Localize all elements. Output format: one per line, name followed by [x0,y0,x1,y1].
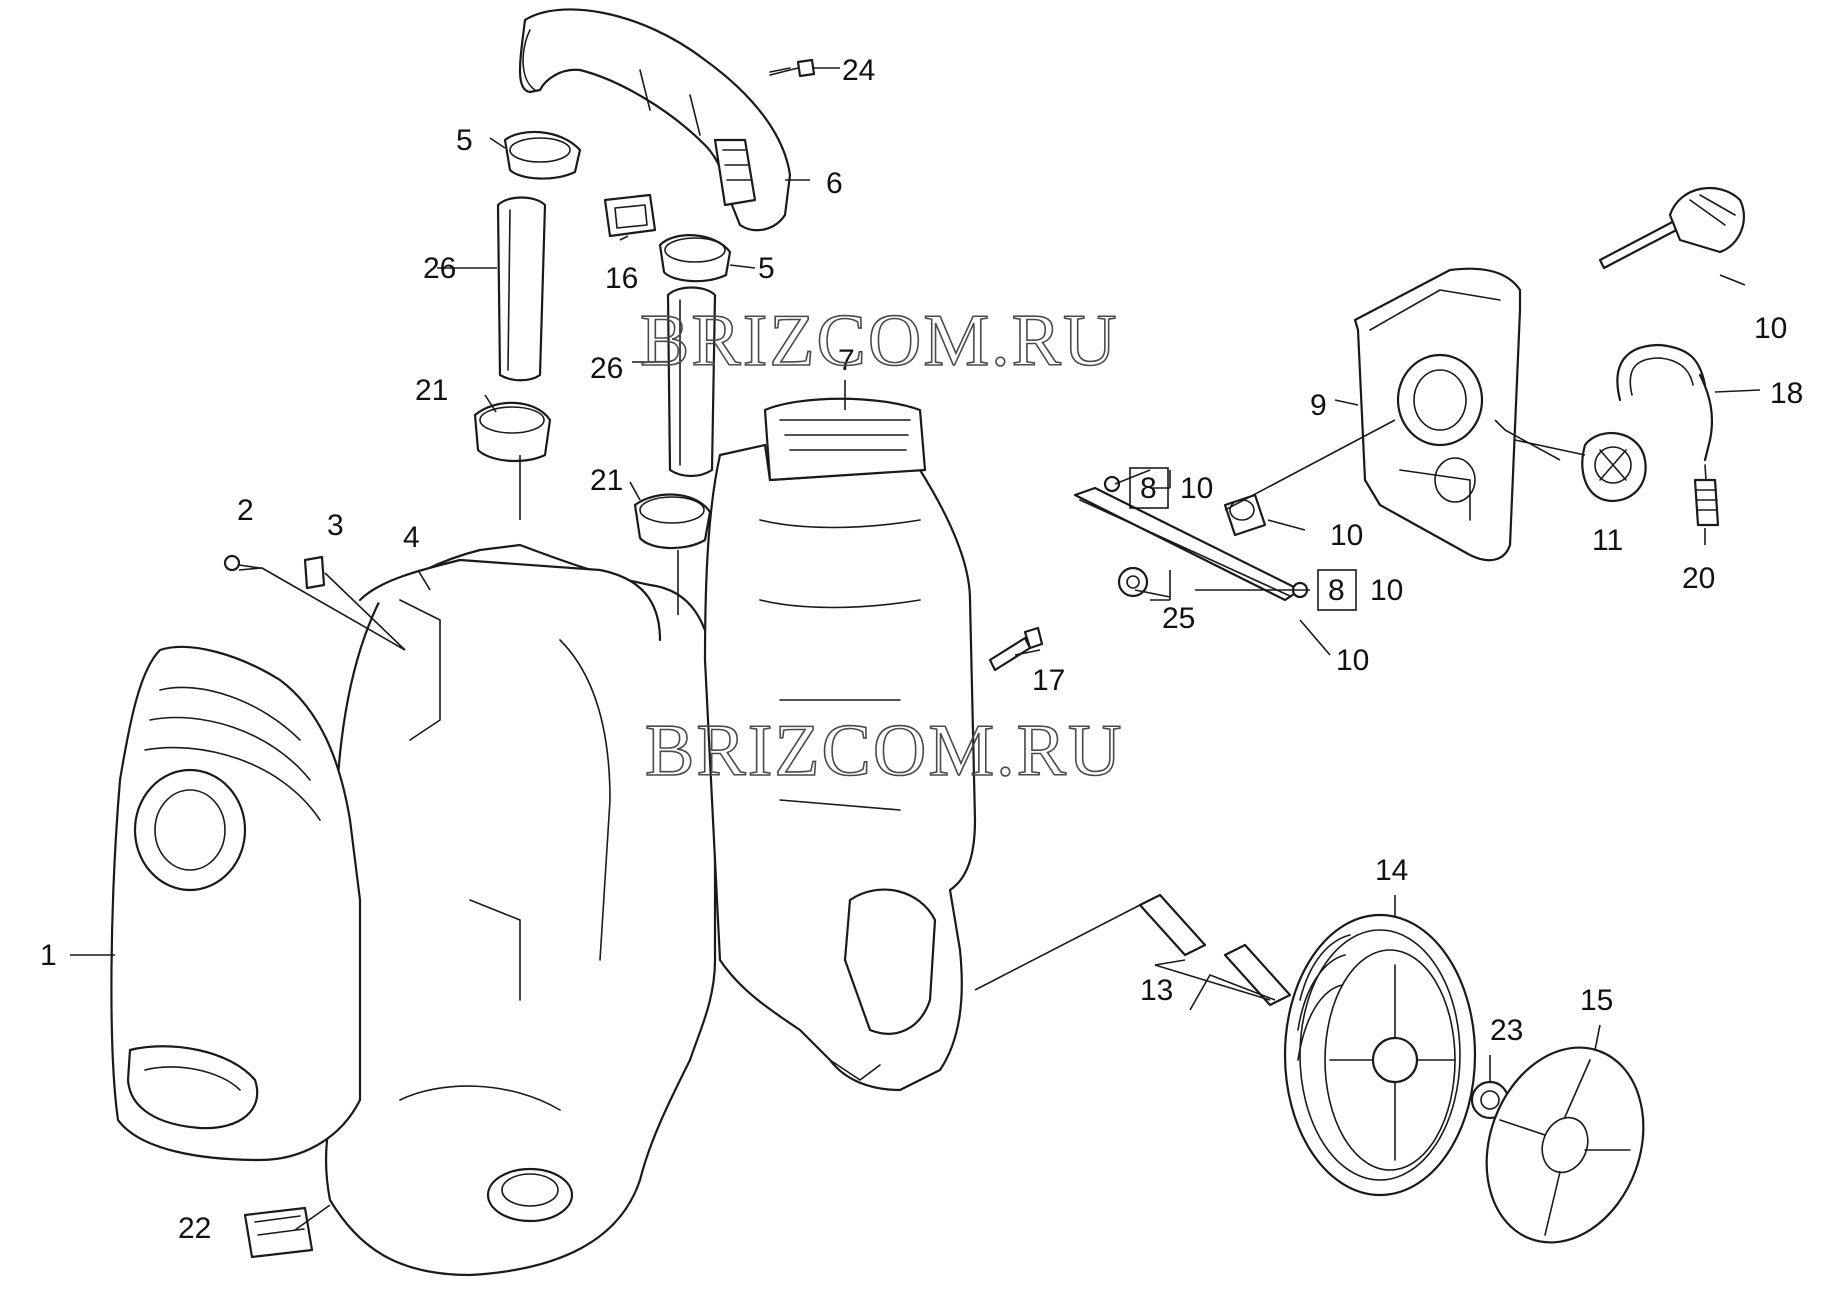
callout-20: 20 [1682,562,1715,595]
part-screw-17 [988,626,1044,672]
callout-4: 4 [403,521,420,554]
callout-6: 6 [826,167,843,200]
callout-24: 24 [842,54,875,87]
callout-1: 1 [40,939,57,972]
callout-5a: 5 [456,124,473,157]
callout-25: 25 [1162,602,1195,635]
callout-11: 11 [1592,524,1623,557]
part-tube-26a [496,196,547,382]
part-plate-9 [1353,267,1522,562]
part-screw-2 [223,554,261,572]
callout-10b: 10 [1180,472,1213,505]
part-axle-13 [1138,893,1292,1007]
callout-5b: 5 [758,252,775,285]
callout-15: 15 [1580,984,1613,1017]
callout-10d: 10 [1370,574,1403,607]
callout-7: 7 [838,344,855,377]
callout-26b: 26 [590,352,623,385]
callout-9: 9 [1310,389,1327,422]
watermark-top: BRIZCOM.RU [640,300,1118,382]
part-grommet-21a [473,401,552,463]
part-wheel-14 [1283,913,1477,1197]
callout-box-8a [1129,467,1169,509]
callout-18: 18 [1770,377,1803,410]
part-clip-16 [603,193,657,238]
part-knob-11 [1581,431,1647,503]
callout-22: 22 [178,1212,211,1245]
part-screw-24 [769,58,816,78]
callout-21b: 21 [590,464,623,497]
callout-2: 2 [237,494,254,527]
leader-lines [70,67,1761,1231]
part-grommet-5a [503,130,582,180]
callout-21a: 21 [415,374,448,407]
part-tube-26b [666,286,717,478]
callout-numbers: 1 2 3 4 5 5 6 7 8 8 9 10 10 10 10 10 11 … [40,54,1803,1245]
part-fitting-20 [1693,464,1720,527]
part-grommet-21b [633,493,712,550]
part-sleeve-10 [1223,493,1267,537]
part-connector-22 [243,1206,314,1259]
callout-3: 3 [327,509,344,542]
callout-23: 23 [1490,1014,1523,1047]
callout-8b: 8 [1328,574,1345,607]
callout-16: 16 [605,262,638,295]
callout-17: 17 [1032,664,1065,697]
callout-box-8b [1317,569,1357,611]
callout-10e: 10 [1336,644,1369,677]
part-hose-18 [1616,343,1714,462]
part-grommet-5b [658,234,732,283]
callout-10c: 10 [1330,519,1363,552]
part-handle-24 [518,8,792,232]
callout-26a: 26 [423,252,456,285]
watermark-middle: BRIZCOM.RU [645,710,1123,792]
part-hubcap-15 [1485,1046,1645,1244]
part-nut-3 [303,555,326,590]
part-nut-25 [1117,566,1149,598]
callout-14: 14 [1375,854,1408,887]
part-valve-10-top [1598,186,1745,270]
part-rear-housing-7 [703,397,977,1092]
callout-10a: 10 [1754,312,1787,345]
part-front-cover-1 [110,645,362,1162]
callout-8a: 8 [1140,472,1157,505]
callout-13: 13 [1140,974,1173,1007]
part-frame-4 [325,543,717,1277]
